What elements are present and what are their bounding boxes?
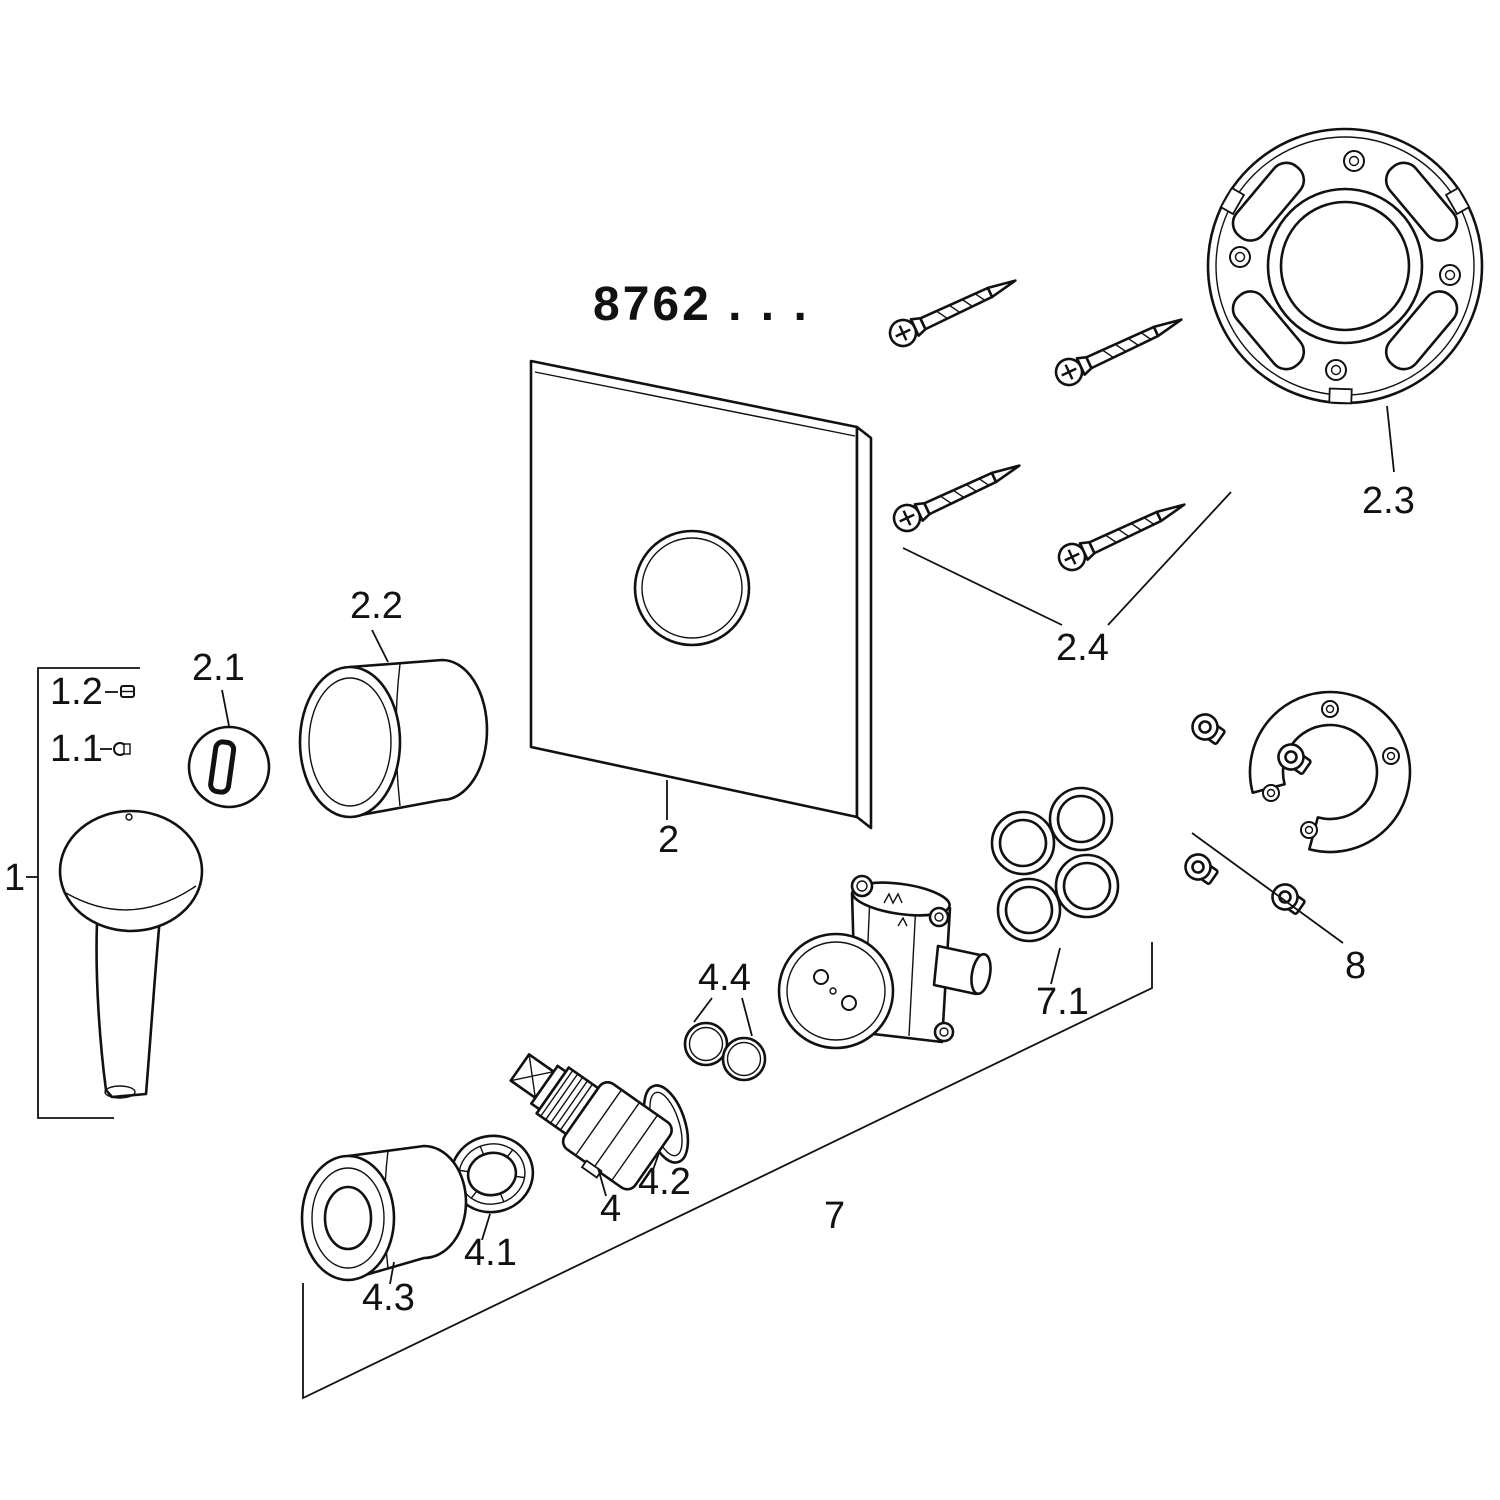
label-1: 1 [4,857,25,899]
part-4-4-o-rings [683,1021,767,1082]
leader-part-7 [302,942,1153,1400]
leader-label-8 [1191,832,1344,944]
label-1-2: 1.2 [50,671,103,713]
label-7-1: 7.1 [1036,981,1089,1023]
leader-label-2-4-left [902,547,1063,626]
part-4-3-cap-sleeve [300,1144,468,1282]
part-4-1-ring-nut [449,1134,535,1214]
part-2-1-stop-ring [187,725,271,809]
leader-label-4 [597,1167,607,1197]
part-2-3-mounting-ring [1206,127,1484,405]
part-1-lever-handle [58,809,204,1099]
label-2-2: 2.2 [350,585,403,627]
leader-label-2-3 [1386,405,1395,473]
part-2-cover-plate [529,359,873,830]
label-2-1: 2.1 [192,647,245,689]
part-2-2-sleeve [298,658,489,819]
part-1-2-screw [120,685,135,698]
part-8-bracket [1248,690,1412,854]
label-8: 8 [1345,945,1366,987]
part-1-1-plug [113,742,131,756]
part-4-cartridge [509,1053,673,1191]
label-4-1: 4.1 [464,1232,517,1274]
part-7-1-o-rings [990,786,1120,943]
label-4-4: 4.4 [698,957,751,999]
label-2-3: 2.3 [1362,480,1415,522]
label-4-3: 4.3 [362,1277,415,1319]
leader-label-2-4-right [1107,491,1232,626]
label-1-1: 1.1 [50,728,103,770]
part-2-4-screws [884,267,1192,576]
label-4: 4 [600,1188,621,1230]
leader-label-4-4-right [741,997,753,1037]
leader-label-2-2 [371,629,389,663]
leader-label-2-1 [221,689,230,727]
leader-label-4-3 [389,1261,395,1285]
label-2-4: 2.4 [1056,627,1109,669]
label-7: 7 [824,1195,845,1237]
diagram-title: 8762 . . . [593,278,810,331]
bracket-label-1 [37,667,140,1119]
label-2: 2 [658,819,679,861]
part-7-valve-body [777,874,992,1050]
leader-label-4-4-left [693,997,713,1023]
leader-label-4-1 [481,1213,491,1241]
leader-label-7-1 [1050,947,1061,985]
